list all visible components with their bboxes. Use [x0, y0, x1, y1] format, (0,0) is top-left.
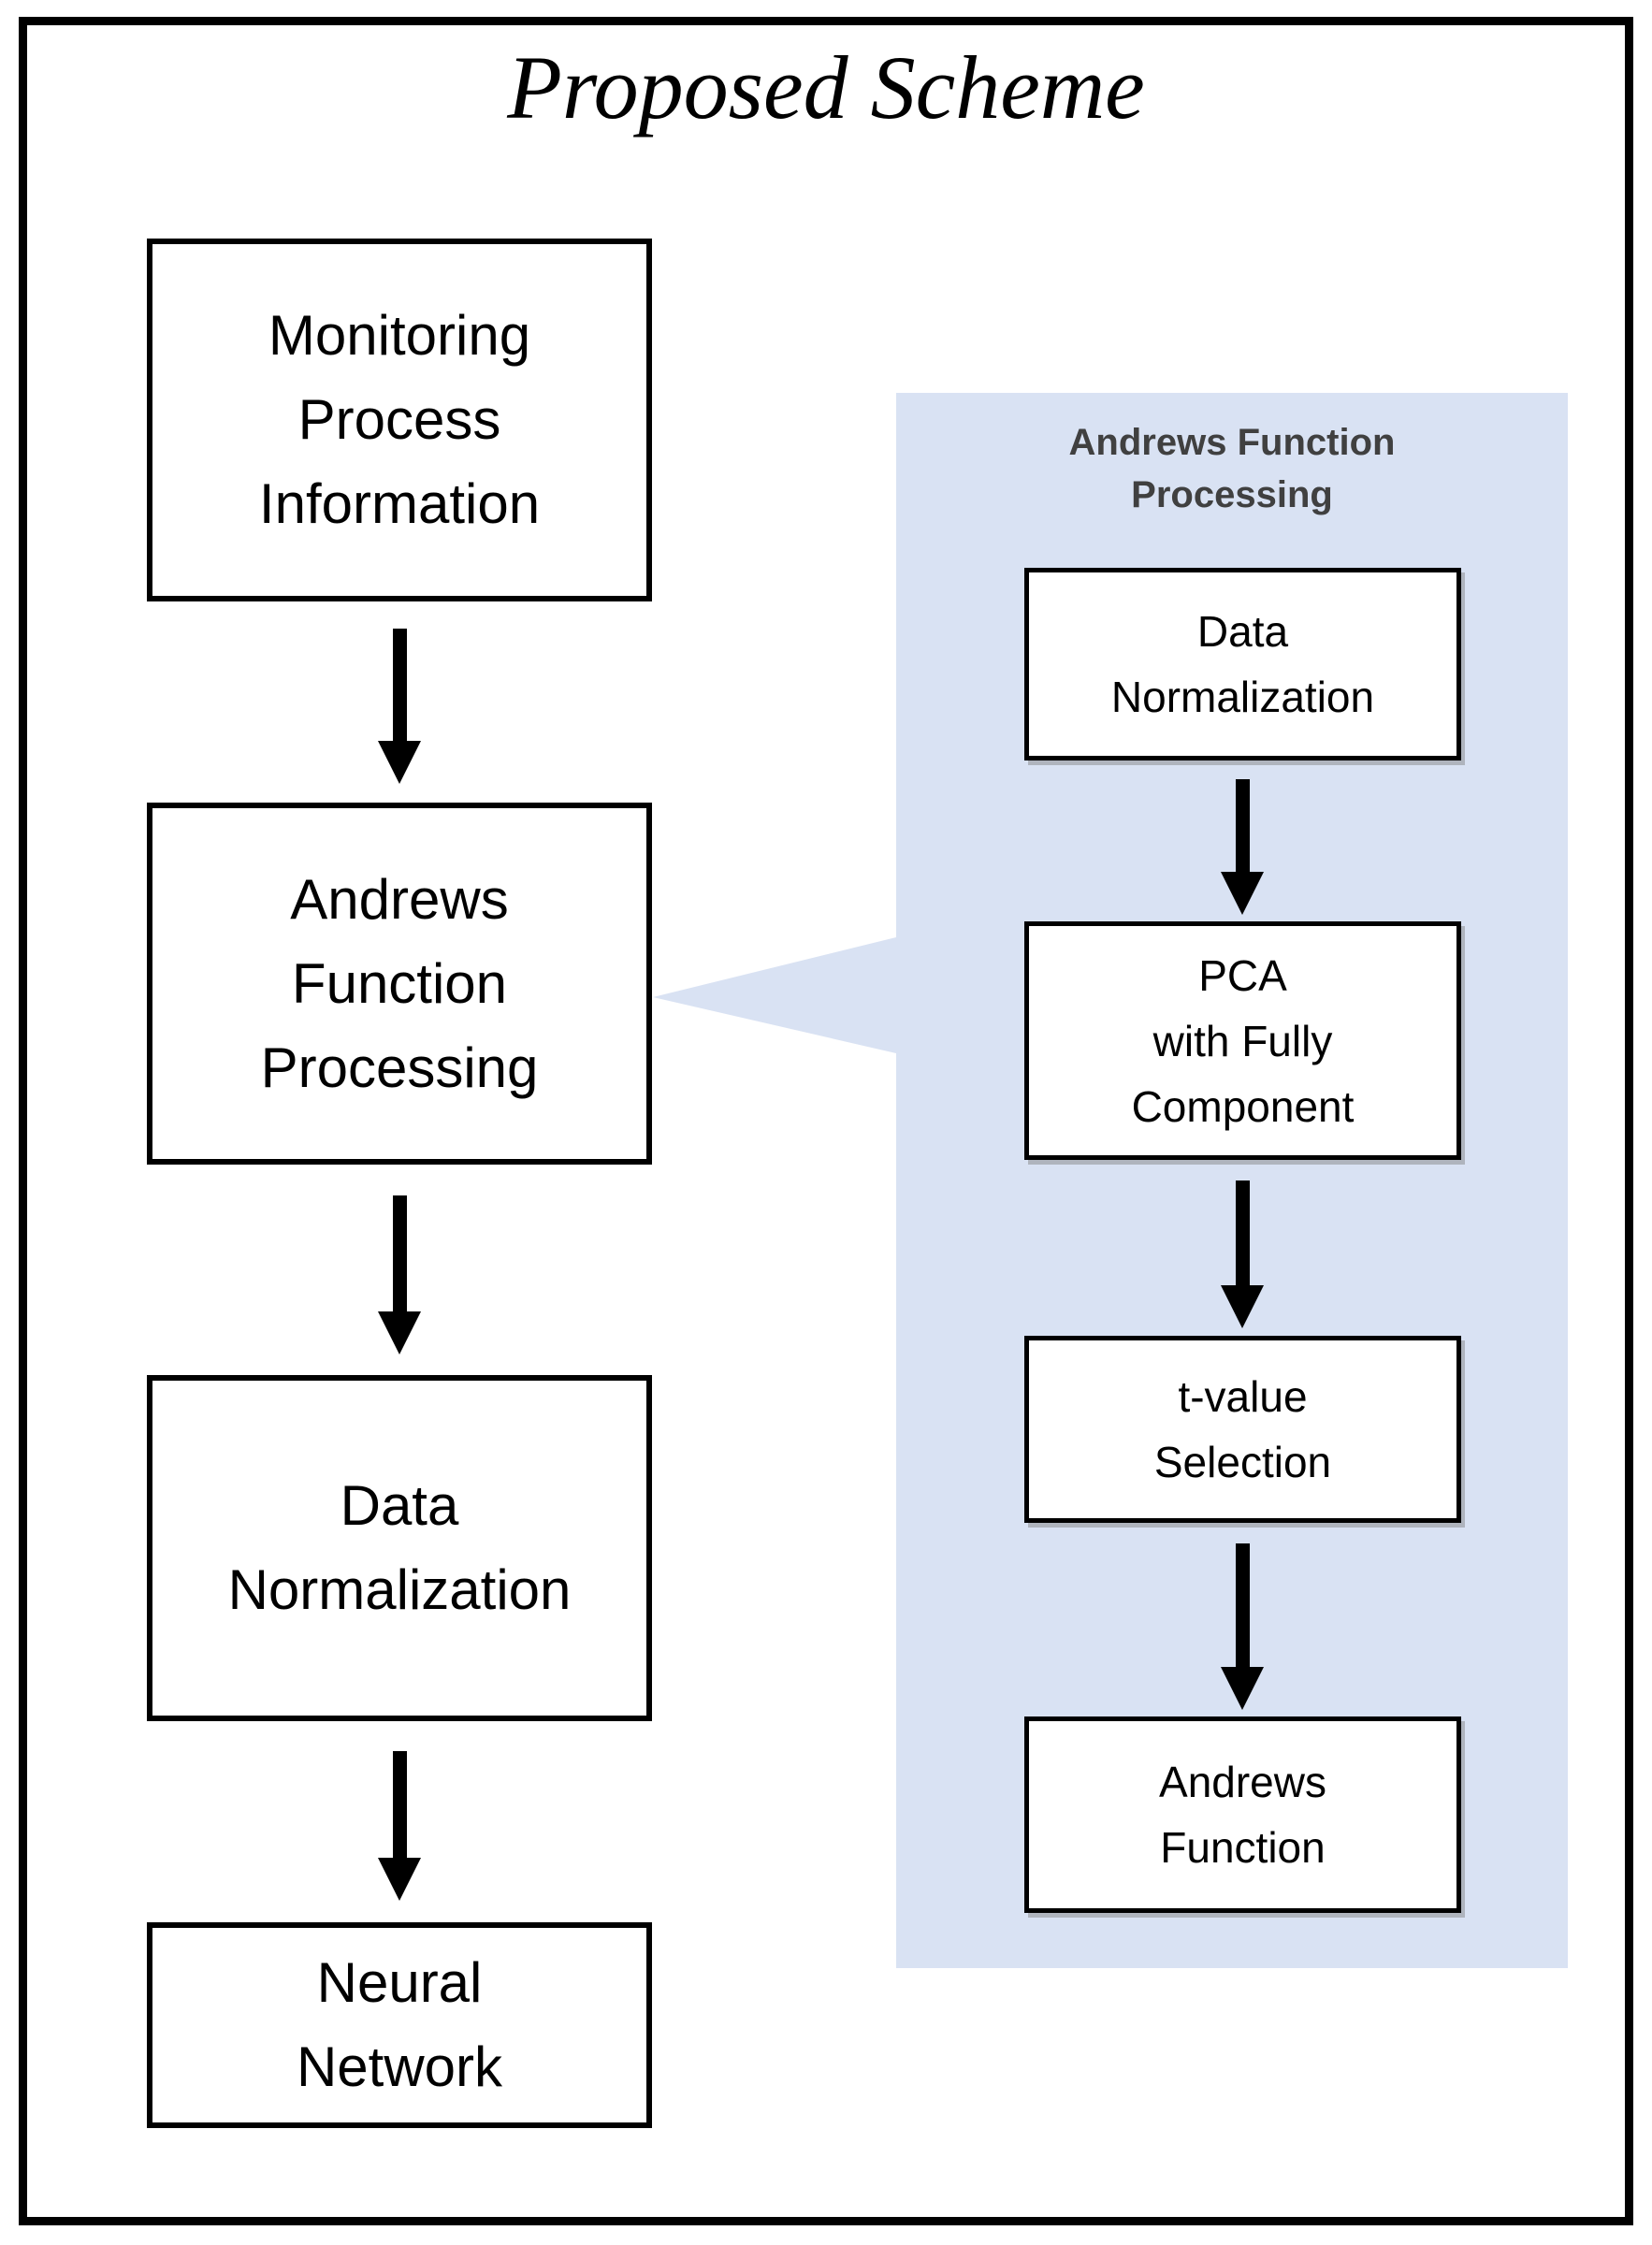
- arrow-head-icon: [1221, 872, 1264, 915]
- panel-box-pca-with-fully-component: PCA with Fully Component: [1024, 921, 1461, 1160]
- box-label: t-value Selection: [1153, 1372, 1332, 1486]
- flow-arrow-down: [1221, 1543, 1264, 1710]
- flow-box-andrews-function-processing: Andrews Function Processing: [147, 803, 652, 1165]
- arrow-shaft: [1235, 1543, 1250, 1667]
- arrow-head-icon: [1221, 1285, 1264, 1328]
- flow-box-data-normalization: Data Normalization: [147, 1375, 652, 1721]
- box-label: Andrews Function: [1159, 1758, 1326, 1872]
- panel-box-data-normalization: Data Normalization: [1024, 568, 1461, 760]
- box-label: Neural Network: [296, 1951, 503, 2098]
- flow-box-neural-network: Neural Network: [147, 1922, 652, 2128]
- panel-box-andrews-function: Andrews Function: [1024, 1716, 1461, 1913]
- box-label: Monitoring Process Information: [258, 304, 541, 535]
- arrow-head-icon: [378, 741, 421, 784]
- page-title: Proposed Scheme: [507, 37, 1145, 138]
- panel-box-t-value-selection: t-value Selection: [1024, 1336, 1461, 1523]
- diagram-frame: [19, 17, 1633, 2225]
- flow-arrow-down: [1221, 1180, 1264, 1328]
- flow-arrow-down: [378, 629, 421, 784]
- arrow-shaft: [392, 1751, 407, 1858]
- panel-title: Andrews Function Processing: [1068, 422, 1396, 515]
- box-label: Data Normalization: [227, 1474, 572, 1621]
- arrow-head-icon: [378, 1311, 421, 1354]
- flow-arrow-down: [1221, 779, 1264, 915]
- arrow-shaft: [1235, 779, 1250, 872]
- box-label: Andrews Function Processing: [260, 867, 539, 1099]
- arrow-head-icon: [378, 1858, 421, 1901]
- callout-wedge: [653, 937, 896, 1053]
- arrow-shaft: [392, 629, 407, 741]
- arrow-shaft: [1235, 1180, 1250, 1285]
- arrow-head-icon: [1221, 1667, 1264, 1710]
- flow-arrow-down: [378, 1751, 421, 1901]
- arrow-shaft: [392, 1195, 407, 1311]
- box-label: Data Normalization: [1110, 607, 1375, 721]
- box-label: PCA with Fully Component: [1131, 950, 1355, 1131]
- flow-box-monitoring-process-information: Monitoring Process Information: [147, 239, 652, 601]
- flow-arrow-down: [378, 1195, 421, 1354]
